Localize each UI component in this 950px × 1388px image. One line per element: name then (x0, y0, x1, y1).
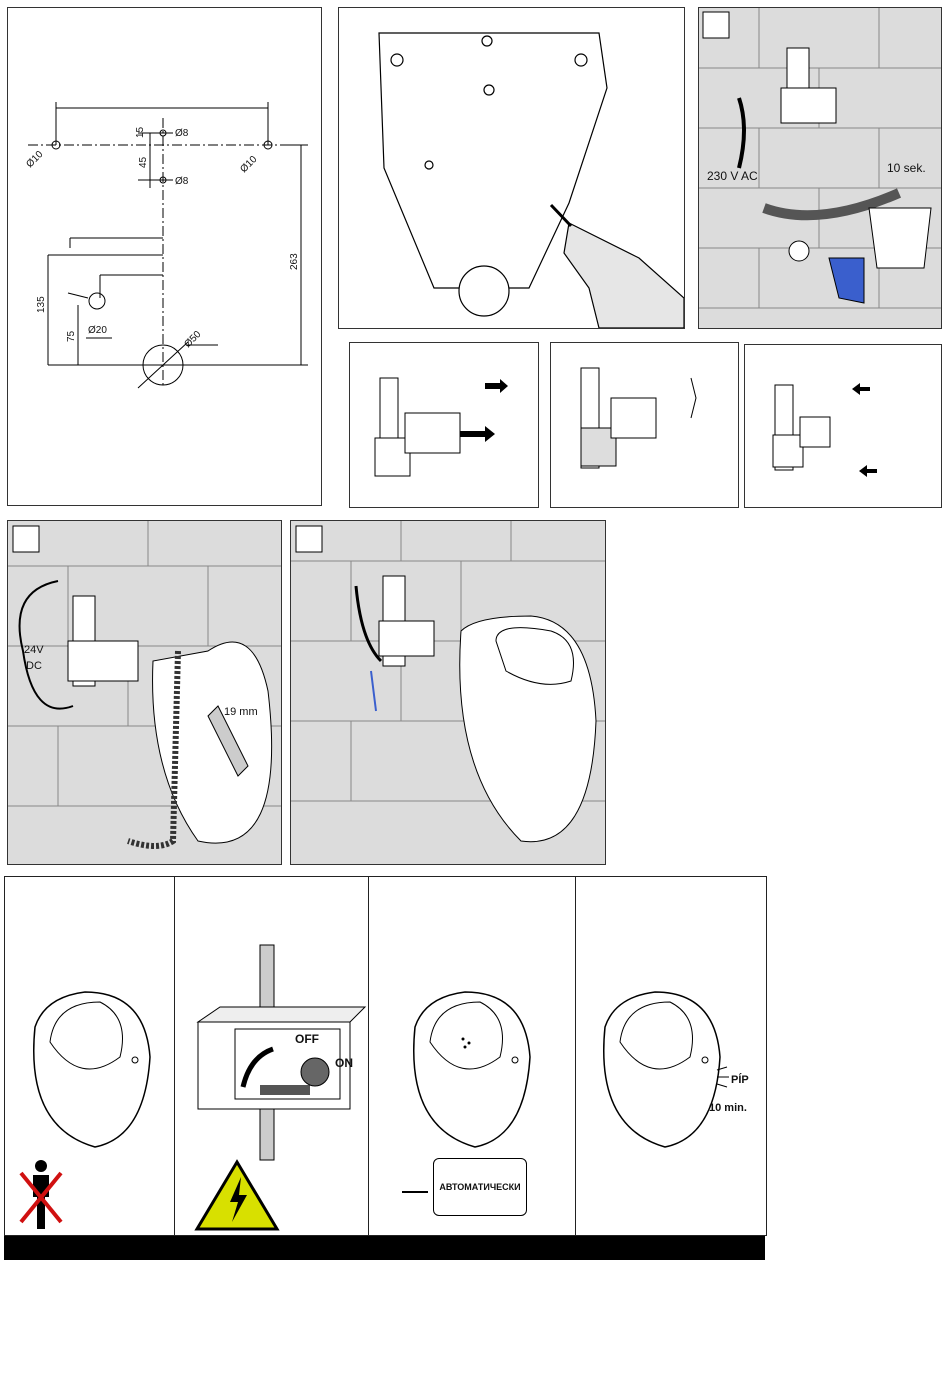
beep-label: PÍP (731, 1073, 749, 1086)
panel-urinal-mount (290, 520, 606, 865)
dim-135: 135 (36, 296, 47, 313)
operation-strip: OFF ON PÍP 10 min. АВТОМАТИЧЕСКИ (4, 876, 767, 1236)
wrench-size-label: 19 mm (224, 706, 258, 718)
urinal-beeping (604, 992, 729, 1147)
voltage-dc-label-1: 24V (24, 644, 44, 656)
high-voltage-warning-icon (197, 1162, 277, 1229)
auto-mode-label: АВТОМАТИЧЕСКИ (439, 1182, 520, 1192)
dim-75: 75 (66, 330, 77, 342)
voltage-dc-label-2: DC (26, 660, 42, 672)
dim-15: 15 (135, 126, 146, 138)
panel-hose-install: 24V DC 19 mm (7, 520, 282, 865)
panel-drill-template (338, 7, 685, 329)
dim-263: 263 (289, 253, 300, 270)
bottom-black-bar (4, 1236, 765, 1260)
bucket-icon (869, 208, 931, 268)
panel-assembly-3 (744, 344, 942, 508)
panel-assembly-1 (349, 342, 539, 508)
panel-mounting-dimensions: Ø10 Ø10 Ø8 Ø8 15 45 263 135 75 Ø20 Ø50 (7, 7, 322, 506)
dim-d10-right: Ø10 (238, 154, 259, 175)
panel-assembly-2 (550, 342, 739, 508)
dim-d8-top: Ø8 (175, 128, 189, 139)
dim-d8-mid: Ø8 (175, 176, 189, 187)
urinal-no-person (34, 992, 150, 1147)
drill-icon (551, 205, 684, 328)
main-switch-icon (198, 945, 365, 1160)
urinal-flushing (414, 992, 530, 1147)
switch-off-label: OFF (295, 1032, 319, 1046)
dim-45: 45 (138, 156, 149, 168)
flush-time-label: 10 sek. (887, 161, 926, 175)
beep-interval-label: 10 min. (709, 1102, 747, 1114)
voltage-ac-label: 230 V AC (707, 169, 758, 183)
dim-d20: Ø20 (88, 325, 107, 336)
panel-flush-setup: 230 V AC 10 sek. (698, 7, 942, 329)
auto-mode-display: АВТОМАТИЧЕСКИ (433, 1158, 527, 1216)
no-person-icon (21, 1160, 61, 1229)
switch-on-label: ON (335, 1056, 353, 1070)
dim-d10-left: Ø10 (24, 149, 45, 170)
dim-d50: Ø50 (182, 329, 203, 350)
